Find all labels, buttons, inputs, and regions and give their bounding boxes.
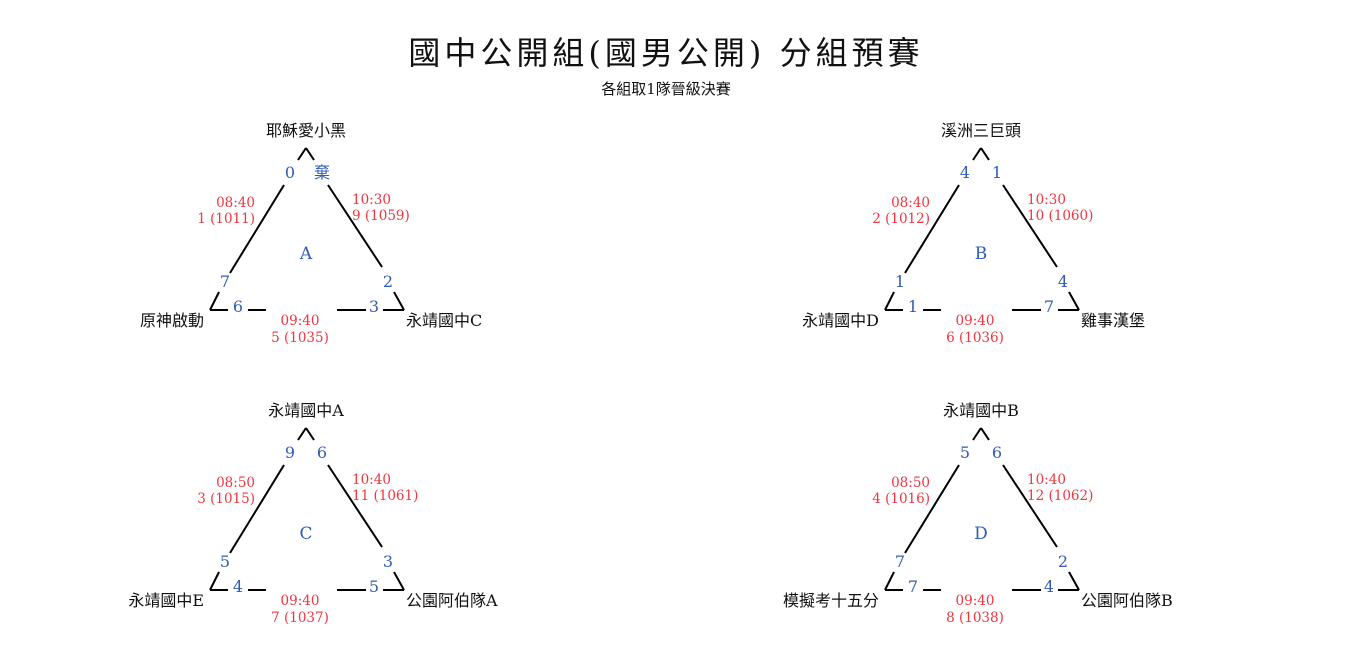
team-top: 溪洲三巨頭 [941,121,1021,140]
score-top-right: 棄 [314,163,330,182]
score-right-left: 7 [1044,297,1054,316]
score-left-right: 4 [233,577,243,596]
score-left-top: 5 [220,552,230,571]
bracket-line [209,571,220,591]
bracket-line [305,427,315,441]
bracket-line [393,291,405,311]
bracket-line [904,184,960,274]
group-label: B [975,244,988,264]
match-right-id: 12 (1062) [1027,488,1093,504]
score-top-right: 6 [992,443,1002,462]
bracket-line [297,427,307,441]
match-left-id: 2 (1012) [872,211,930,227]
score-top-left: 0 [285,163,295,182]
score-right-top: 2 [1058,552,1068,571]
bracket-line [1068,571,1080,591]
match-right-id: 11 (1061) [352,488,418,504]
team-right: 雞事漢堡 [1081,311,1145,330]
bracket-line [1002,464,1058,548]
score-left-right: 7 [908,577,918,596]
bracket-line [980,147,990,161]
match-left-time: 08:50 [216,475,255,491]
match-right-time: 10:40 [1027,472,1066,488]
bracket-line [1002,184,1058,268]
score-right-top: 3 [383,552,393,571]
bracket-line [972,427,982,441]
group-label: D [974,524,988,544]
match-left-time: 08:40 [216,195,255,211]
match-bottom-id: 7 (1037) [271,610,329,626]
match-right-id: 9 (1059) [352,208,410,224]
team-right: 公園阿伯隊A [406,591,498,610]
match-bottom-time: 09:40 [956,313,995,329]
match-right-time: 10:30 [1027,192,1066,208]
match-bottom-id: 5 (1035) [271,330,329,346]
bracket-line [209,291,220,311]
score-right-left: 4 [1044,577,1054,596]
team-right: 永靖國中C [406,311,482,330]
bracket-line [1068,291,1080,311]
match-bottom-id: 8 (1038) [946,610,1004,626]
match-left-time: 08:40 [891,195,930,211]
match-right-time: 10:30 [352,192,391,208]
match-left-id: 3 (1015) [197,491,255,507]
page-subtitle: 各組取1隊晉級決賽 [601,80,731,98]
match-right-id: 10 (1060) [1027,208,1093,224]
team-right: 公園阿伯隊B [1081,591,1173,610]
score-right-top: 2 [383,272,393,291]
bracket-line [229,184,285,274]
match-left-time: 08:50 [891,475,930,491]
match-bottom-id: 6 (1036) [946,330,1004,346]
match-right-time: 10:40 [352,472,391,488]
score-top-left: 9 [285,443,295,462]
team-left: 永靖國中D [802,311,879,330]
score-top-left: 4 [960,163,970,182]
team-top: 耶穌愛小黑 [266,121,346,140]
bracket-line [884,571,895,591]
score-left-top: 7 [220,272,230,291]
team-top: 永靖國中A [268,401,344,420]
score-top-right: 1 [992,163,1002,182]
bracket-line [972,147,982,161]
group-label: A [299,244,313,264]
match-bottom-time: 09:40 [281,593,320,609]
score-left-right: 6 [233,297,243,316]
bracket-line [297,147,307,161]
match-left-id: 4 (1016) [872,491,930,507]
group-d: 永靖國中B 模擬考十五分 公園阿伯隊B D 5 6 77 24 08:504 (1016) 10:… [783,401,1173,626]
score-left-right: 1 [908,297,918,316]
score-left-top: 7 [895,552,905,571]
match-left-id: 1 (1011) [197,211,255,227]
score-left-top: 1 [895,272,905,291]
score-right-left: 3 [369,297,379,316]
match-bottom-time: 09:40 [956,593,995,609]
team-left: 永靖國中E [128,591,204,610]
bracket-line [980,427,990,441]
bracket-line [884,291,895,311]
match-bottom-time: 09:40 [281,313,320,329]
bracket-line [327,184,383,268]
bracket-line [229,464,285,554]
score-top-left: 5 [960,443,970,462]
group-label: C [299,524,312,544]
team-left: 原神啟動 [140,311,204,330]
team-top: 永靖國中B [943,401,1019,420]
bracket-line [393,571,405,591]
page-title: 國中公開組(國男公開) 分組預賽 [408,34,924,72]
bracket-line [327,464,383,548]
team-left: 模擬考十五分 [783,591,879,610]
score-right-top: 4 [1058,272,1068,291]
score-top-right: 6 [317,443,327,462]
bracket-line [904,464,960,554]
score-right-left: 5 [369,577,379,596]
bracket-line [305,147,315,161]
